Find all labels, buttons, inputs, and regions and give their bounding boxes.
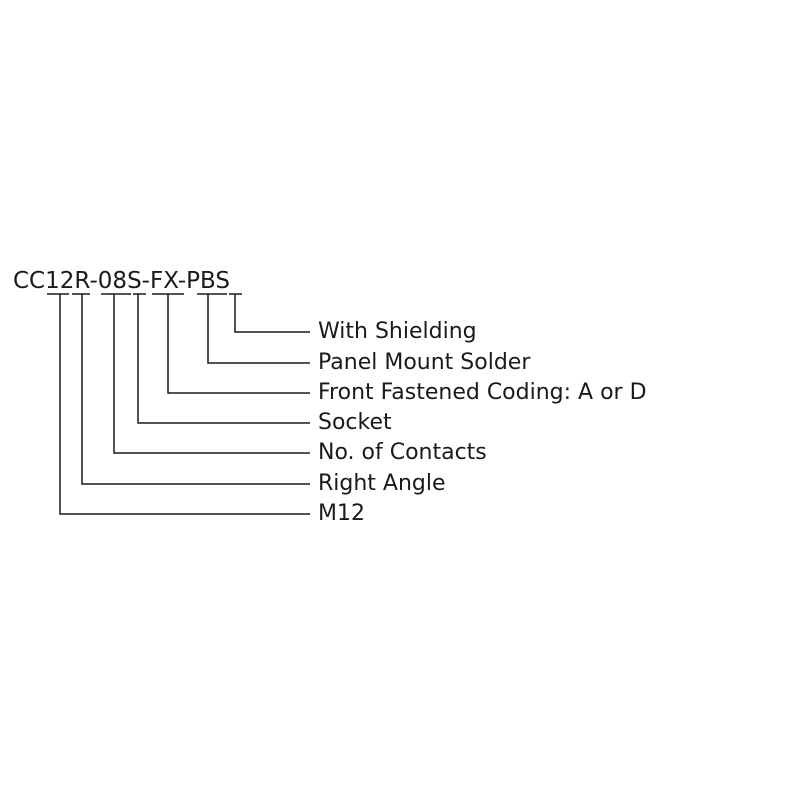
- label-with-shielding: With Shielding: [318, 319, 477, 344]
- label-front-fastened-coding: Front Fastened Coding: A or D: [318, 380, 647, 405]
- leader-contacts: [113, 294, 310, 454]
- label-m12: M12: [318, 501, 365, 526]
- leader-socket: [137, 294, 310, 424]
- seg-s2: S: [215, 268, 230, 294]
- seg-s: S: [127, 268, 142, 294]
- label-socket: Socket: [318, 410, 392, 435]
- leader-with-shielding: [234, 294, 310, 333]
- label-panel-mount-solder: Panel Mount Solder: [318, 350, 531, 375]
- seg-08: 08: [97, 268, 128, 294]
- seg-dash: -: [177, 268, 187, 294]
- leader-front-fastened: [167, 294, 310, 394]
- label-no-of-contacts: No. of Contacts: [318, 440, 487, 465]
- leader-panel-mount: [207, 294, 310, 364]
- label-right-angle: Right Angle: [318, 471, 446, 496]
- seg-12: 12: [45, 268, 75, 294]
- leader-m12: [59, 294, 310, 515]
- seg-cc: CC: [13, 268, 46, 294]
- seg-r: R: [74, 268, 90, 294]
- seg-pb: PB: [186, 268, 216, 294]
- leader-right-angle: [81, 294, 310, 485]
- part-number: CC12R-08S-FX-PBS: [13, 268, 230, 294]
- seg-dash: -: [89, 268, 98, 294]
- seg-dash: -: [141, 268, 150, 294]
- seg-fx: FX: [149, 268, 178, 294]
